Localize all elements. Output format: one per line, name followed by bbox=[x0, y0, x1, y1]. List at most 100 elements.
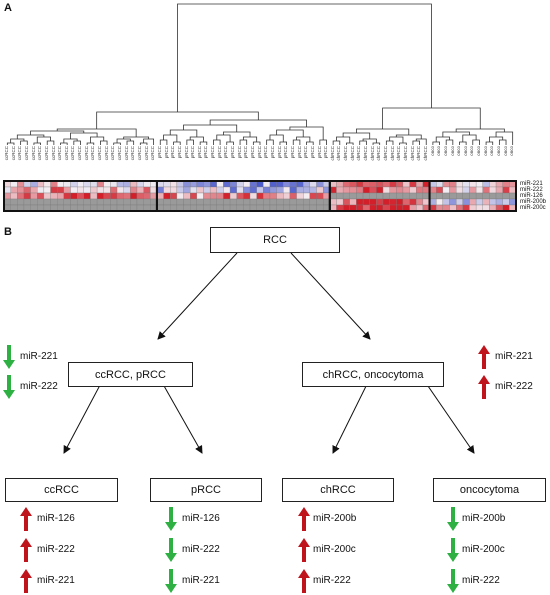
column-label: chRCC bbox=[389, 146, 395, 161]
column-label: ccRCC bbox=[130, 146, 136, 161]
dendrogram-branch bbox=[126, 140, 135, 145]
heatmap-cell bbox=[456, 192, 463, 200]
mir-label: miR-221 bbox=[182, 575, 220, 586]
heatmap-cell bbox=[170, 186, 178, 194]
dendrogram-branch bbox=[296, 136, 311, 142]
heatmap-cell bbox=[349, 186, 357, 194]
heatmap-cell bbox=[10, 192, 18, 200]
heatmap-cell bbox=[90, 198, 98, 206]
heatmap-cell bbox=[116, 192, 124, 200]
edge-rcc-left bbox=[157, 252, 238, 340]
mir-label: miR-200c bbox=[313, 544, 356, 555]
heatmap-cell bbox=[17, 198, 25, 206]
mir-label: miR-126 bbox=[37, 513, 75, 524]
mir-label: miR-222 bbox=[462, 575, 500, 586]
dendrogram-branch bbox=[159, 139, 168, 145]
heatmap-cell bbox=[283, 198, 291, 206]
heatmap-cell bbox=[110, 186, 118, 194]
column-label: chRCC bbox=[402, 146, 408, 161]
column-label: chRCC bbox=[409, 146, 415, 161]
column-label: ccRCC bbox=[123, 146, 129, 161]
column-label: pRCC bbox=[223, 146, 229, 159]
heatmap-cell bbox=[30, 198, 38, 206]
heatmap-cell bbox=[170, 192, 178, 200]
up-arrow-icon bbox=[298, 538, 310, 562]
column-label: onco bbox=[462, 146, 468, 156]
column-label: ccRCC bbox=[97, 146, 103, 161]
heatmap-cell bbox=[402, 186, 410, 194]
heatmap-cell bbox=[37, 198, 45, 206]
up-arrow-icon bbox=[478, 375, 490, 399]
dendrogram-branch bbox=[113, 142, 121, 145]
column-label: ccRCC bbox=[103, 146, 109, 161]
dendrogram-branch bbox=[385, 140, 394, 145]
dendrogram-branch bbox=[485, 141, 494, 145]
heatmap-cell bbox=[76, 192, 84, 200]
heatmap-cell bbox=[416, 192, 424, 200]
mir-label: miR-222 bbox=[313, 575, 351, 586]
dendrogram-branch bbox=[189, 136, 204, 142]
heatmap-cell bbox=[495, 192, 503, 200]
heatmap-cell bbox=[249, 192, 257, 200]
column-label: pRCC bbox=[256, 146, 262, 159]
heatmap-cell bbox=[50, 198, 58, 206]
heatmap-cell bbox=[176, 186, 184, 194]
up-arrow-icon bbox=[478, 345, 490, 369]
column-label: onco bbox=[489, 146, 495, 156]
heatmap-cell bbox=[209, 192, 217, 200]
heatmap-cell bbox=[236, 186, 244, 194]
heatmap-cell bbox=[269, 192, 277, 200]
dendrogram-branch bbox=[332, 140, 341, 145]
heatmap-cell bbox=[456, 198, 463, 206]
heatmap-cell bbox=[57, 198, 64, 206]
heatmap-cell bbox=[502, 198, 510, 206]
column-label: ccRCC bbox=[37, 146, 43, 161]
column-label: ccRCC bbox=[4, 146, 9, 161]
heatmap-cell bbox=[256, 186, 264, 194]
heatmap-cell bbox=[436, 186, 444, 194]
column-label: pRCC bbox=[203, 146, 209, 159]
heatmap-cell bbox=[216, 192, 224, 200]
heatmap-cell bbox=[116, 198, 124, 206]
heatmap-cell bbox=[170, 198, 178, 206]
heatmap-cell bbox=[196, 198, 204, 206]
column-label: onco bbox=[456, 146, 462, 156]
mir-label: miR-200b bbox=[462, 513, 506, 524]
heatmap-cell bbox=[10, 198, 18, 206]
heatmap-cell bbox=[190, 198, 197, 206]
heatmap-cell bbox=[17, 192, 25, 200]
column-label: pRCC bbox=[216, 146, 222, 159]
row-label-mir200c: miR-200c bbox=[520, 205, 546, 211]
dendrogram-branch bbox=[289, 126, 324, 140]
dendrogram-branch bbox=[86, 142, 95, 145]
heatmap-cell bbox=[316, 198, 324, 206]
heatmap-cell bbox=[336, 192, 344, 200]
column-label: pRCC bbox=[196, 146, 202, 159]
column-label: pRCC bbox=[276, 146, 282, 159]
dendrogram-branch bbox=[359, 140, 367, 145]
column-label: ccRCC bbox=[143, 146, 149, 161]
heatmap-cell bbox=[229, 192, 237, 200]
dendrogram-branch bbox=[489, 136, 504, 142]
up-arrow-icon bbox=[20, 507, 32, 531]
heatmap-cell bbox=[389, 198, 397, 206]
heatmap-cell bbox=[223, 186, 231, 194]
heatmap-cell bbox=[376, 186, 384, 194]
column-label: pRCC bbox=[283, 146, 289, 159]
heatmap-cell bbox=[63, 186, 71, 194]
dendrogram-branch bbox=[389, 136, 404, 143]
up-arrow-icon bbox=[298, 507, 310, 531]
column-label: pRCC bbox=[263, 146, 269, 159]
heatmap-cell bbox=[336, 186, 344, 194]
down-arrow-icon bbox=[165, 569, 177, 593]
dendrogram-branch bbox=[498, 139, 507, 145]
column-label: pRCC bbox=[316, 146, 322, 159]
heatmap-cell bbox=[489, 192, 497, 200]
heatmap-cell bbox=[209, 198, 217, 206]
heatmap-cell bbox=[43, 198, 51, 206]
heatmap-cell bbox=[50, 186, 58, 194]
node-ccrcc-prcc: ccRCC, pRCC bbox=[68, 362, 193, 387]
column-label: ccRCC bbox=[83, 146, 89, 161]
heatmap-cell bbox=[349, 198, 357, 206]
